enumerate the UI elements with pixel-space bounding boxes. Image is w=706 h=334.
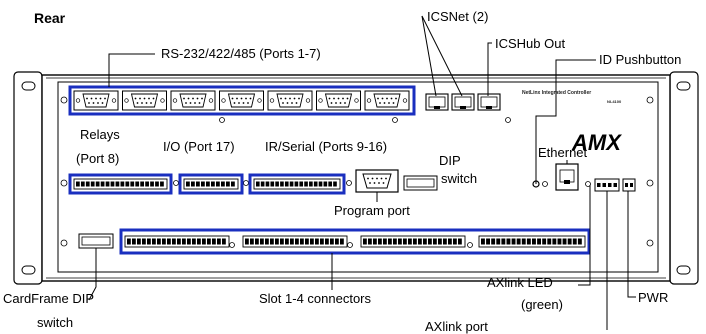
label-icsnet: ICSNet (2) [427,9,489,24]
label-slot-connectors: Slot 1-4 connectors [259,291,372,306]
model-number: NI-4100 [607,99,622,104]
label-ir-serial: IR/Serial (Ports 9-16) [265,139,388,154]
label-axlink-led-green: (green) [521,297,563,312]
ir-serial-highlight [248,173,346,195]
left-rack-ear [13,71,43,285]
rs232-ports [73,90,410,111]
left-ear-hole-top [21,81,36,91]
db9-port [364,90,410,111]
db9-port [267,90,313,111]
slot-terminal [242,235,348,248]
db9-port [316,90,361,111]
slot-highlight [119,228,591,255]
right-ear-hole-bottom [676,265,691,275]
ethernet-port [555,163,579,191]
left-ear-hole-bottom [21,265,36,275]
rj-port [451,93,475,111]
rear-plate [57,81,659,273]
slot-connectors [124,235,586,248]
ir-serial-connector [253,178,341,190]
io-highlight [178,173,244,195]
amx-logo: AMX [571,130,622,155]
model-text: NetLinx Integrated Controller [522,90,592,96]
slot-terminal [360,235,466,248]
label-cardframe-switch: switch [37,315,74,330]
pwr-connector [622,178,636,192]
relays-connector [73,178,168,190]
label-id-pushbutton: ID Pushbutton [599,52,682,67]
label-relays-port: (Port 8) [76,151,120,166]
label-icshub-out: ICSHub Out [495,36,566,51]
label-dip: DIP [439,153,461,168]
io-connector [183,178,239,190]
label-axlink-port: AXlink port [425,319,488,334]
label-dip-switch: switch [441,171,478,186]
relays-highlight [68,173,173,195]
db9-port [170,90,216,111]
slot-terminal [478,235,586,248]
icsnet-ports [425,93,501,111]
label-io: I/O (Port 17) [163,139,235,154]
rs232-highlight [68,85,416,116]
screws [60,96,654,248]
label-cardframe-dip: CardFrame DIP [3,291,95,306]
label-rs232: RS-232/422/485 (Ports 1-7) [161,46,321,61]
slot-terminal [124,235,230,248]
db9-port [219,90,264,111]
label-program-port: Program port [334,203,410,218]
label-pwr: PWR [638,290,669,305]
label-ethernet: Ethernet [538,145,588,160]
leader-lines [88,15,636,330]
rj-port [477,93,501,111]
diagram-title: Rear [34,10,66,26]
rj-port [425,93,449,111]
label-axlink-led: AXlink LED [487,275,553,290]
right-ear-hole-top [676,81,691,91]
db9-port [73,90,119,111]
dip-switch [403,175,438,191]
cardframe-dip-switch [78,233,114,249]
label-relays: Relays [80,127,120,142]
right-rack-ear [669,71,699,285]
db9-port [122,90,167,111]
